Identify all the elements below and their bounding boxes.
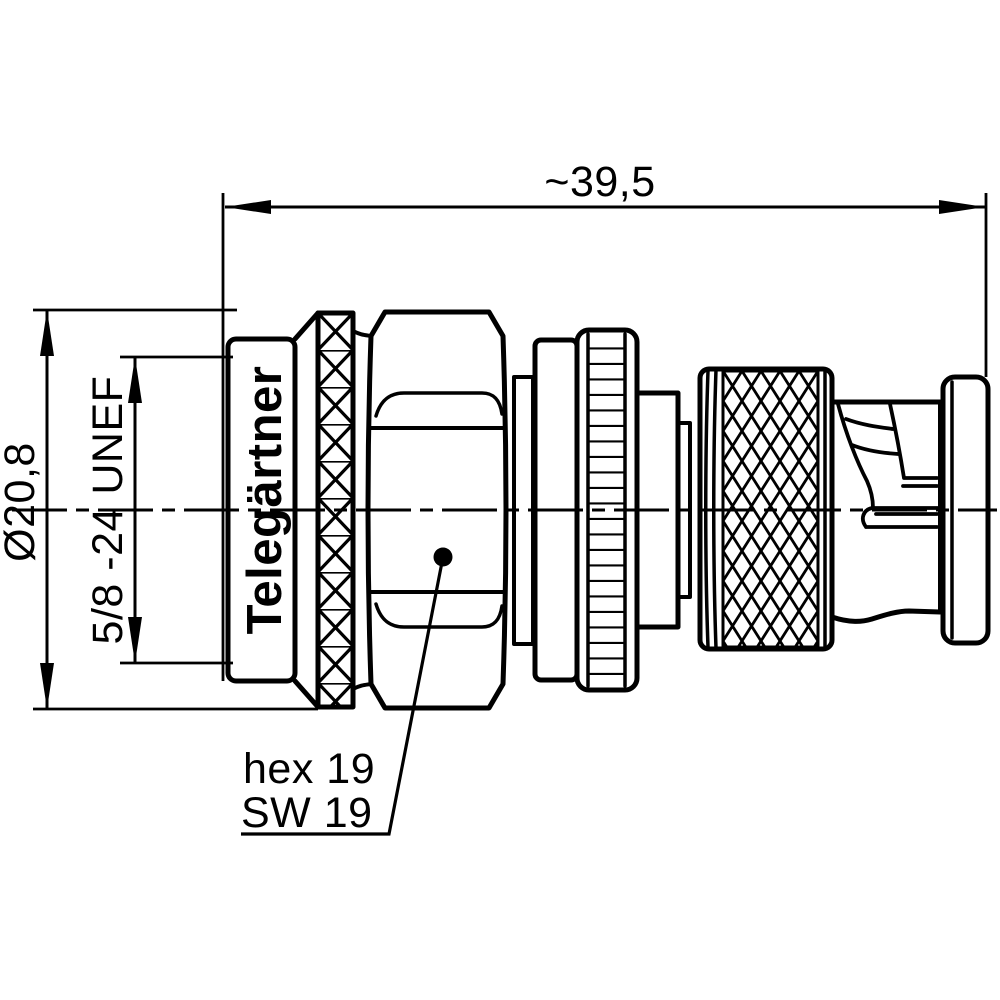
- arrowhead-right: [939, 200, 985, 214]
- diameter-dimension-text: Ø20,8: [0, 442, 44, 562]
- bayonet-slot: [836, 402, 940, 529]
- body-chamfer-lines: [292, 310, 321, 710]
- thread-dimension-text: 5/8 -24 UNEF: [84, 376, 132, 645]
- arrowhead-up: [128, 357, 142, 403]
- hex-size-callout: hex 19 SW 19: [241, 547, 453, 837]
- bnc-bayonet-body: [829, 399, 943, 624]
- arrowhead-up: [40, 310, 54, 356]
- arrowhead-down: [128, 617, 142, 663]
- brand-label: Telegärtner: [238, 366, 292, 635]
- dimension-diameter: Ø20,8: [0, 308, 318, 711]
- leader-line: [241, 556, 445, 836]
- length-dimension-text: ~39,5: [544, 158, 655, 206]
- arrowhead-left: [225, 200, 271, 214]
- hex-chamfer-curves: [374, 391, 504, 629]
- hex-nut: [365, 309, 509, 711]
- dimension-overall-length: ~39,5: [221, 158, 988, 681]
- dimension-thread: 5/8 -24 UNEF: [84, 355, 233, 665]
- hex-callout-line1: hex 19: [243, 745, 375, 793]
- arrowhead-down: [40, 663, 54, 709]
- hex-callout-line2: SW 19: [241, 789, 373, 837]
